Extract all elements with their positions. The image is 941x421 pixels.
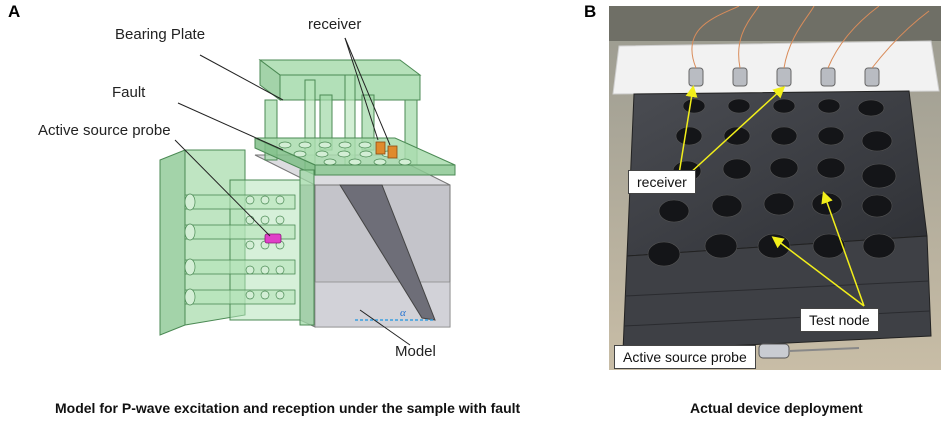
fault-label: Fault — [112, 84, 146, 101]
test-node-patches — [647, 98, 897, 267]
bearing-plate-label: Bearing Plate — [115, 26, 206, 43]
receiver-sensors — [688, 67, 880, 87]
panel-a-letter: A — [8, 2, 21, 21]
fault-plane — [339, 184, 436, 321]
receiver-label-b: receiver — [628, 170, 696, 194]
test-node-label: Test node — [800, 308, 879, 332]
perforated-plate — [254, 137, 456, 176]
model-diagram: α — [159, 59, 456, 336]
active-source-probe-label-b: Active source probe — [614, 345, 756, 369]
source-probe-marker — [264, 233, 282, 244]
panel-b-caption: Actual device deployment — [690, 400, 863, 416]
panel-b-arrows — [678, 85, 865, 307]
model-label: Model — [395, 343, 436, 360]
receiver-markers — [375, 141, 398, 159]
alpha-label: α — [400, 307, 406, 319]
receiver-label-a: receiver — [308, 16, 362, 33]
panel-a-caption: Model for P-wave excitation and receptio… — [55, 400, 521, 416]
panel-b-letter: B — [584, 2, 597, 21]
panel-a-leaders — [174, 37, 411, 346]
active-source-probe-label-a: Active source probe — [38, 122, 171, 139]
